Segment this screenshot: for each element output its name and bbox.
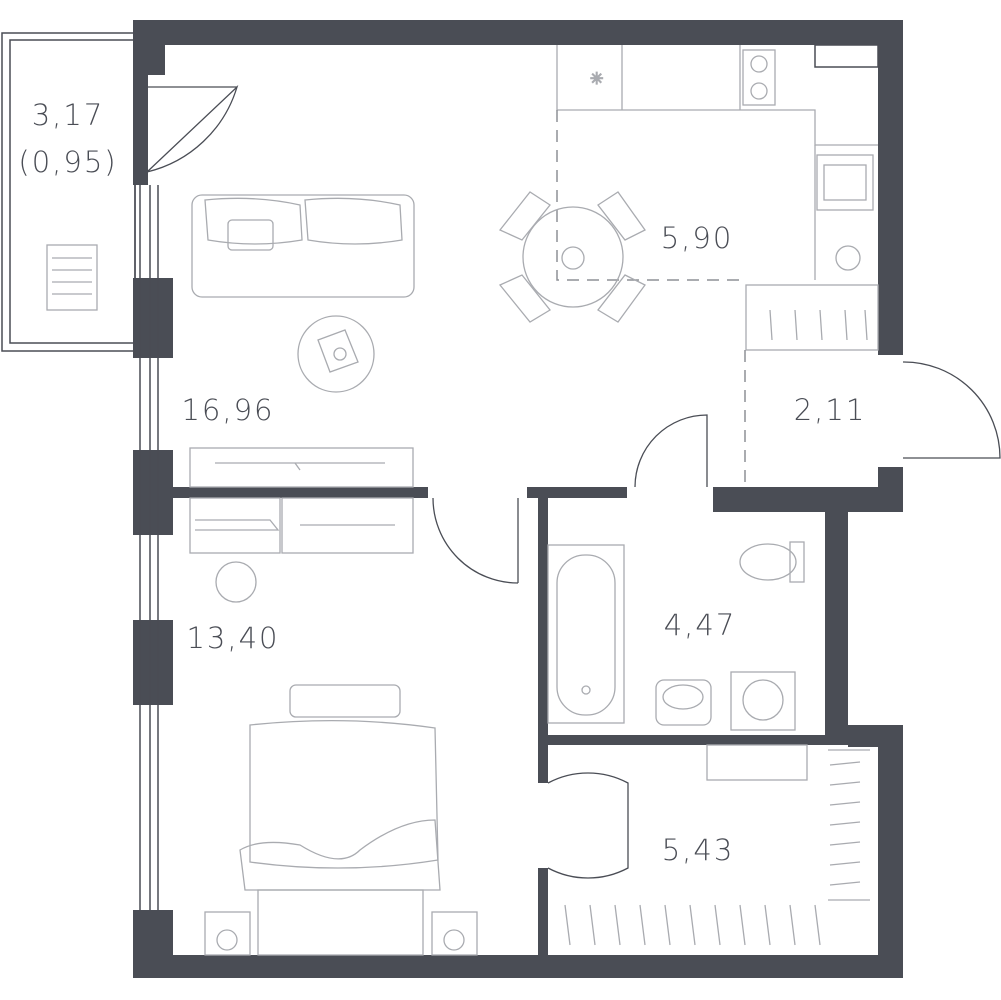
kitchen-zone-boundary: [556, 110, 745, 281]
balcony-door-icon: [144, 84, 239, 174]
kitchen-furniture: ✳: [556, 44, 879, 280]
living-door-icon: [432, 497, 519, 584]
living-room-area-label: 16,96: [181, 393, 274, 427]
balcony: [1, 32, 239, 352]
balcony-area-label: 3,17: [32, 98, 105, 132]
tv-stand-icon: [189, 447, 414, 488]
washing-machine-icon: [730, 671, 796, 731]
wardrobe-area-label: 5,43: [662, 833, 735, 867]
sink-icon: [655, 679, 712, 726]
balcony-area-secondary-label: (0,95): [18, 145, 117, 179]
wardrobe-door-icon: [547, 772, 629, 879]
wardrobe-shelving: [564, 744, 870, 946]
walls: [133, 20, 903, 978]
coffee-table-icon: [297, 315, 375, 393]
svg-text:✳: ✳: [590, 69, 603, 88]
hallway-area-label: 2,11: [794, 393, 867, 427]
bedroom-area-label: 13,40: [186, 621, 279, 655]
sofa-icon: [191, 194, 415, 298]
bathtub-icon: [547, 544, 625, 724]
dining-table-icon: [498, 191, 646, 323]
toilet-icon: [739, 541, 805, 583]
hallway-closet: [745, 284, 879, 351]
bathroom-area-label: 4,47: [664, 608, 737, 642]
kitchen-area-label: 5,90: [661, 221, 734, 255]
desk-icon: [189, 497, 414, 603]
bathroom-door-icon: [634, 414, 708, 488]
lounge-chair-icon: [46, 244, 98, 311]
bed-icon: [204, 720, 478, 956]
entrance-door-icon: [902, 361, 1001, 459]
bench-icon: [289, 684, 401, 718]
